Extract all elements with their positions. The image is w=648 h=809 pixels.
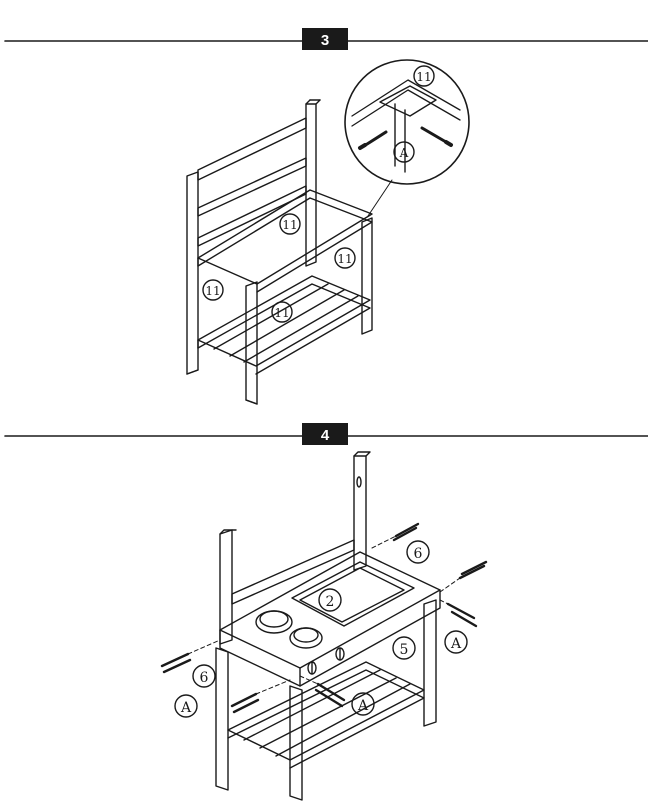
callout-part-6-left: 6: [192, 664, 216, 688]
svg-text:5: 5: [400, 642, 409, 658]
callout-part-11-front: 11: [271, 301, 293, 323]
knob-icon: [307, 661, 317, 675]
screw-icon: [230, 692, 260, 714]
step-4-callouts: 2 6 5 A 6 A A: [174, 540, 468, 718]
step-4-number: 4: [321, 427, 330, 444]
burner-icon: [289, 627, 323, 649]
svg-text:11: 11: [337, 252, 352, 266]
svg-text:6: 6: [200, 670, 209, 686]
step-4-table-drawing: [215, 451, 441, 801]
step-4-header: 4: [4, 423, 648, 445]
callout-screw-a-right: A: [444, 630, 468, 654]
knob-icon: [335, 647, 345, 661]
screw-icon: [420, 126, 453, 147]
screw-icon: [358, 130, 388, 150]
step-3-table-drawing: [186, 99, 393, 405]
screw-icon: [446, 602, 478, 628]
callout-part-5-shelf: 5: [392, 636, 416, 660]
callout-screw-a-left: A: [174, 694, 198, 718]
callout-part-11-right: 11: [334, 247, 356, 269]
screw-icon: [160, 652, 192, 674]
svg-text:A: A: [399, 146, 409, 160]
step-3-callouts: 11 A 11 11 11 11: [202, 65, 435, 323]
screw-icon: [458, 560, 488, 580]
step-4-screws: [160, 522, 488, 714]
callout-part-6-right: 6: [406, 540, 430, 564]
svg-text:A: A: [450, 636, 462, 652]
svg-text:11: 11: [416, 70, 431, 84]
screw-icon: [392, 522, 420, 542]
step-3-header: 3: [4, 28, 648, 50]
callout-screw-a-center: A: [351, 692, 375, 716]
svg-text:11: 11: [282, 218, 297, 232]
step-3-number: 3: [321, 32, 329, 49]
svg-text:2: 2: [326, 594, 335, 610]
step-3-detail-inset: [344, 59, 470, 185]
callout-part-11-left: 11: [202, 279, 224, 301]
screw-icon: [314, 682, 346, 708]
callout-part-11-back: 11: [279, 213, 301, 235]
svg-text:6: 6: [414, 546, 423, 562]
svg-text:11: 11: [274, 306, 289, 320]
callout-part-11-top: 11: [413, 65, 435, 87]
svg-text:A: A: [180, 700, 192, 716]
callout-part-2-sink: 2: [318, 588, 342, 612]
svg-text:A: A: [357, 698, 369, 714]
svg-text:11: 11: [205, 284, 220, 298]
burner-icon: [255, 610, 293, 634]
callout-screw-a-inset: A: [393, 141, 415, 163]
